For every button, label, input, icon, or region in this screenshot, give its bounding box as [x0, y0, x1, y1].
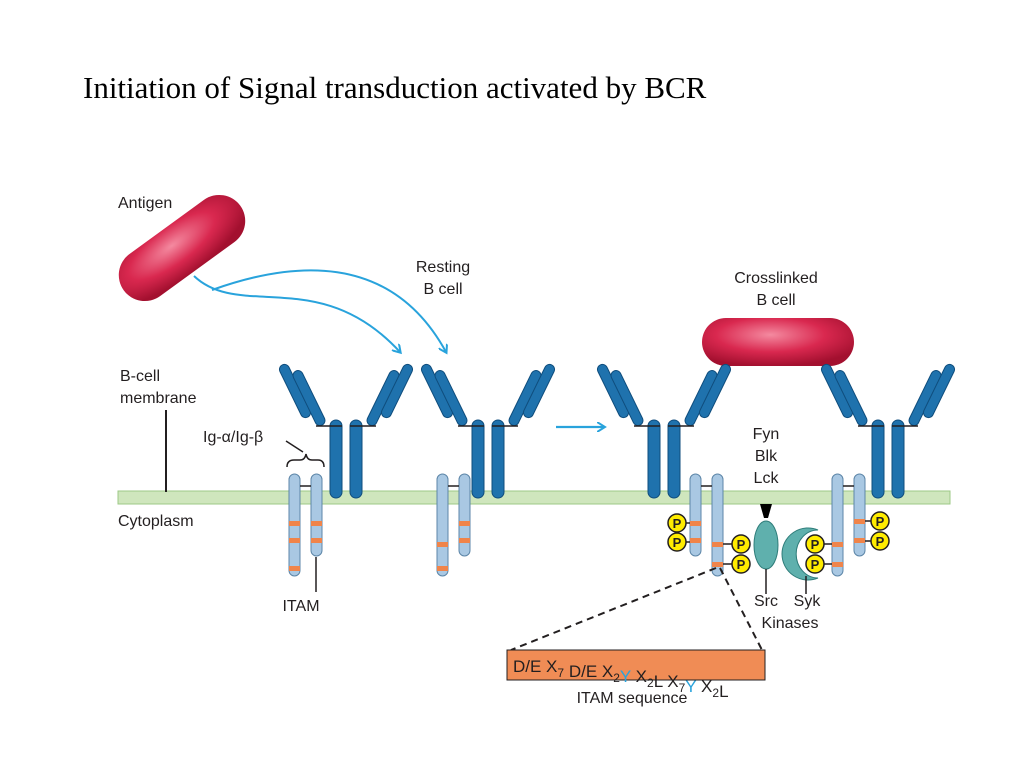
ig-alpha-beta-resting-1 [288, 473, 323, 577]
phospho-group-4: P [731, 554, 751, 574]
antigen-crosslinking [702, 318, 854, 366]
ig-alpha-beta-crosslinked-1 [689, 473, 724, 577]
slide-title: Initiation of Signal transduction activa… [83, 70, 707, 105]
resting-label-line1: Resting [416, 259, 470, 276]
resting-label-line2: B cell [423, 281, 462, 298]
svg-text:P: P [673, 535, 682, 550]
itam-residue: D/E X [513, 657, 557, 676]
itam-tyrosine: Y [620, 667, 631, 686]
blk-label: Blk [755, 448, 778, 465]
itam-subscript: 2 [647, 676, 654, 690]
cell-membrane [117, 490, 951, 505]
ig-alpha-beta-resting-2 [436, 473, 471, 577]
bcr-antibody-resting-2 [420, 363, 556, 499]
zoom-line-left [510, 567, 717, 651]
itam-sequence-text: D/E X7 D/E X2Y X2L X7Y X2L [513, 657, 729, 701]
bcr-antibody-crosslinked-2 [820, 363, 956, 499]
ig-brace [286, 453, 325, 468]
itam-subscript: 2 [613, 671, 620, 685]
kinases-label: Kinases [762, 615, 819, 632]
lck-label: Lck [754, 470, 780, 487]
crosslinked-label-line2: B cell [756, 292, 795, 309]
ig-alpha-beta-label: Ig-α/Ig-β [203, 429, 263, 446]
itam-sequence-box [506, 649, 766, 681]
itam-residue: D/E X [564, 662, 613, 681]
svg-text:P: P [737, 557, 746, 572]
antigen-arrow-1 [193, 275, 400, 352]
fyn-label: Fyn [753, 426, 780, 443]
itam-label: ITAM [282, 598, 319, 615]
phospho-group-2: P [667, 532, 687, 552]
antigen-free [118, 194, 246, 302]
ig-label-pointer [285, 440, 304, 453]
crosslinked-label-line1: Crosslinked [734, 270, 818, 287]
ig-alpha-beta-crosslinked-2 [831, 473, 866, 577]
svg-text:P: P [876, 514, 885, 529]
phospho-group-8: P [870, 531, 890, 551]
antigen-arrow-2 [211, 269, 446, 352]
itam-residue: L X [654, 672, 679, 691]
itam-subscript: 2 [712, 686, 719, 700]
svg-text:P: P [811, 557, 820, 572]
svg-text:P: P [673, 516, 682, 531]
itam-tyrosine: Y [685, 677, 696, 696]
itam-residue: L [719, 682, 728, 701]
syk-label: Syk [794, 593, 822, 610]
itam-residue: X [696, 677, 712, 696]
membrane-label-line2: membrane [120, 390, 197, 407]
itam-residue: X [631, 667, 647, 686]
src-kinase [753, 504, 779, 594]
src-label: Src [754, 593, 778, 610]
itam-sequence-caption: ITAM sequence [577, 690, 688, 707]
zoom-line-right [719, 567, 763, 651]
membrane-label-line1: B-cell [120, 368, 160, 385]
svg-text:P: P [876, 534, 885, 549]
phospho-group-1: P [667, 513, 687, 533]
phospho-group-7: P [870, 511, 890, 531]
phospho-group-6: P [805, 554, 825, 574]
phospho-group-3: P [731, 534, 751, 554]
itam-subscript: 7 [557, 666, 564, 680]
bcr-antibody-resting-1 [278, 363, 414, 499]
cytoplasm-label: Cytoplasm [118, 513, 194, 530]
svg-text:P: P [811, 537, 820, 552]
phospho-group-5: P [805, 534, 825, 554]
itam-subscript: 7 [679, 681, 686, 695]
svg-text:P: P [737, 537, 746, 552]
antigen-label: Antigen [118, 195, 172, 212]
bcr-antibody-crosslinked-1 [596, 363, 732, 499]
syk-kinase [781, 527, 819, 594]
